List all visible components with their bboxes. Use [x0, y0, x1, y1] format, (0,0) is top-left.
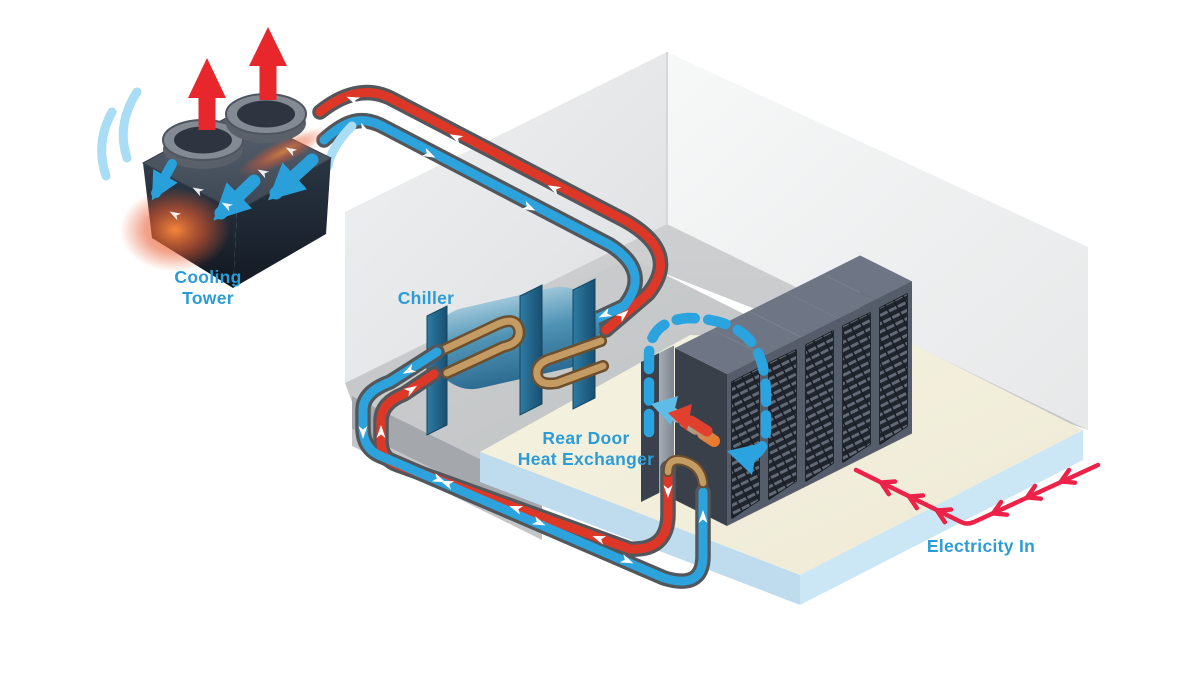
chilled-supply-pipe: [358, 347, 708, 586]
fan-intake: [162, 119, 244, 169]
cool-pipe-to-chiller: [319, 116, 640, 326]
condenser-water-pipes: [312, 84, 669, 338]
server-rack: [786, 274, 875, 471]
chilled-water-pipes: [355, 344, 711, 589]
heat-exchanger-coil-icons: [439, 315, 609, 390]
right-wall: [667, 52, 1088, 430]
electricity-in-label: Electricity In: [927, 536, 1035, 556]
rear-door-label-line2: Heat Exchanger: [518, 449, 654, 469]
server-rack: [712, 311, 801, 508]
rear-door-airflow: [643, 312, 772, 475]
cooling-tower-label: Cooling: [174, 267, 241, 287]
left-wall: [345, 52, 667, 383]
electricity-line: [853, 462, 1101, 526]
exhaust-arrow-icon: [249, 27, 287, 100]
rack-top: [675, 329, 764, 374]
hot-air-arrow-icon: [685, 415, 713, 437]
deck-heat-glow: [237, 127, 329, 177]
chiller-flange-mid: [519, 284, 543, 416]
cooled-air-arrowhead-icon: [651, 396, 678, 425]
slab-front-face: [352, 396, 542, 523]
cooling-tower: [97, 27, 357, 288]
cooling-tower-label-line2: Tower: [182, 288, 234, 308]
air-loop-arrowhead-icon: [727, 444, 758, 475]
server-rack: [749, 292, 838, 489]
raised-floor-edge-left: [480, 452, 800, 605]
chiller-label: Chiller: [398, 288, 455, 308]
heat-glow: [120, 188, 230, 272]
electricity-feed: [853, 462, 1101, 526]
air-recirculation-loop-icon: [643, 312, 772, 464]
fan-intake: [225, 93, 307, 143]
warm-pipe-to-tower: [315, 88, 666, 335]
exhaust-arrow-icon: [188, 58, 226, 130]
labels: Cooling Tower Chiller Rear Door Heat Exc…: [174, 267, 1035, 556]
hot-air-arrowhead-icon: [668, 404, 692, 431]
rear-door-label: Rear Door: [542, 428, 629, 448]
server-rack-row: [641, 255, 912, 526]
